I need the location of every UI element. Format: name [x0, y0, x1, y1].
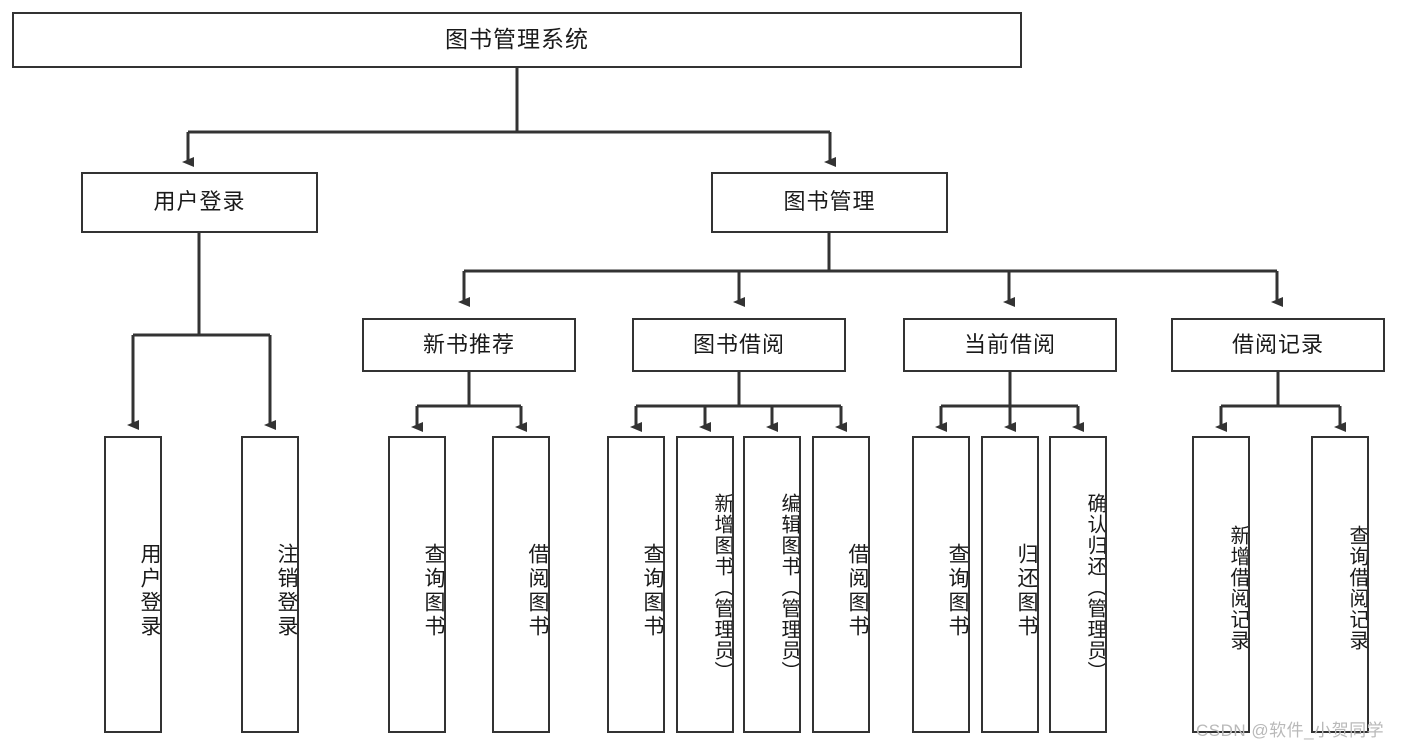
leaf-return-book[interactable]: 归还图书 [981, 436, 1039, 733]
leaf-logout[interactable]: 注销登录 [241, 436, 299, 733]
leaf-query-book-borrow[interactable]: 查询图书 [607, 436, 665, 733]
node-new-book-recommendation[interactable]: 新书推荐 [362, 318, 576, 372]
node-root-book-management-system[interactable]: 图书管理系统 [12, 12, 1022, 68]
node-user-login[interactable]: 用户登录 [81, 172, 318, 233]
leaf-user-login[interactable]: 用户登录 [104, 436, 162, 733]
leaf-borrow-book-borrow[interactable]: 借阅图书 [812, 436, 870, 733]
leaf-confirm-return-admin[interactable]: 确认归还（管理员） [1049, 436, 1107, 733]
leaf-add-book-admin[interactable]: 新增图书（管理员） [676, 436, 734, 733]
leaf-query-book-new[interactable]: 查询图书 [388, 436, 446, 733]
leaf-query-book-current[interactable]: 查询图书 [912, 436, 970, 733]
node-borrowing-record[interactable]: 借阅记录 [1171, 318, 1385, 372]
leaf-borrow-book-new[interactable]: 借阅图书 [492, 436, 550, 733]
node-book-management[interactable]: 图书管理 [711, 172, 948, 233]
leaf-add-borrow-record[interactable]: 新增借阅记录 [1192, 436, 1250, 733]
node-current-borrowing[interactable]: 当前借阅 [903, 318, 1117, 372]
csdn-watermark: CSDN @软件_小贺同学 [1196, 721, 1385, 740]
leaf-edit-book-admin[interactable]: 编辑图书（管理员） [743, 436, 801, 733]
node-book-borrowing[interactable]: 图书借阅 [632, 318, 846, 372]
leaf-query-borrow-record[interactable]: 查询借阅记录 [1311, 436, 1369, 733]
